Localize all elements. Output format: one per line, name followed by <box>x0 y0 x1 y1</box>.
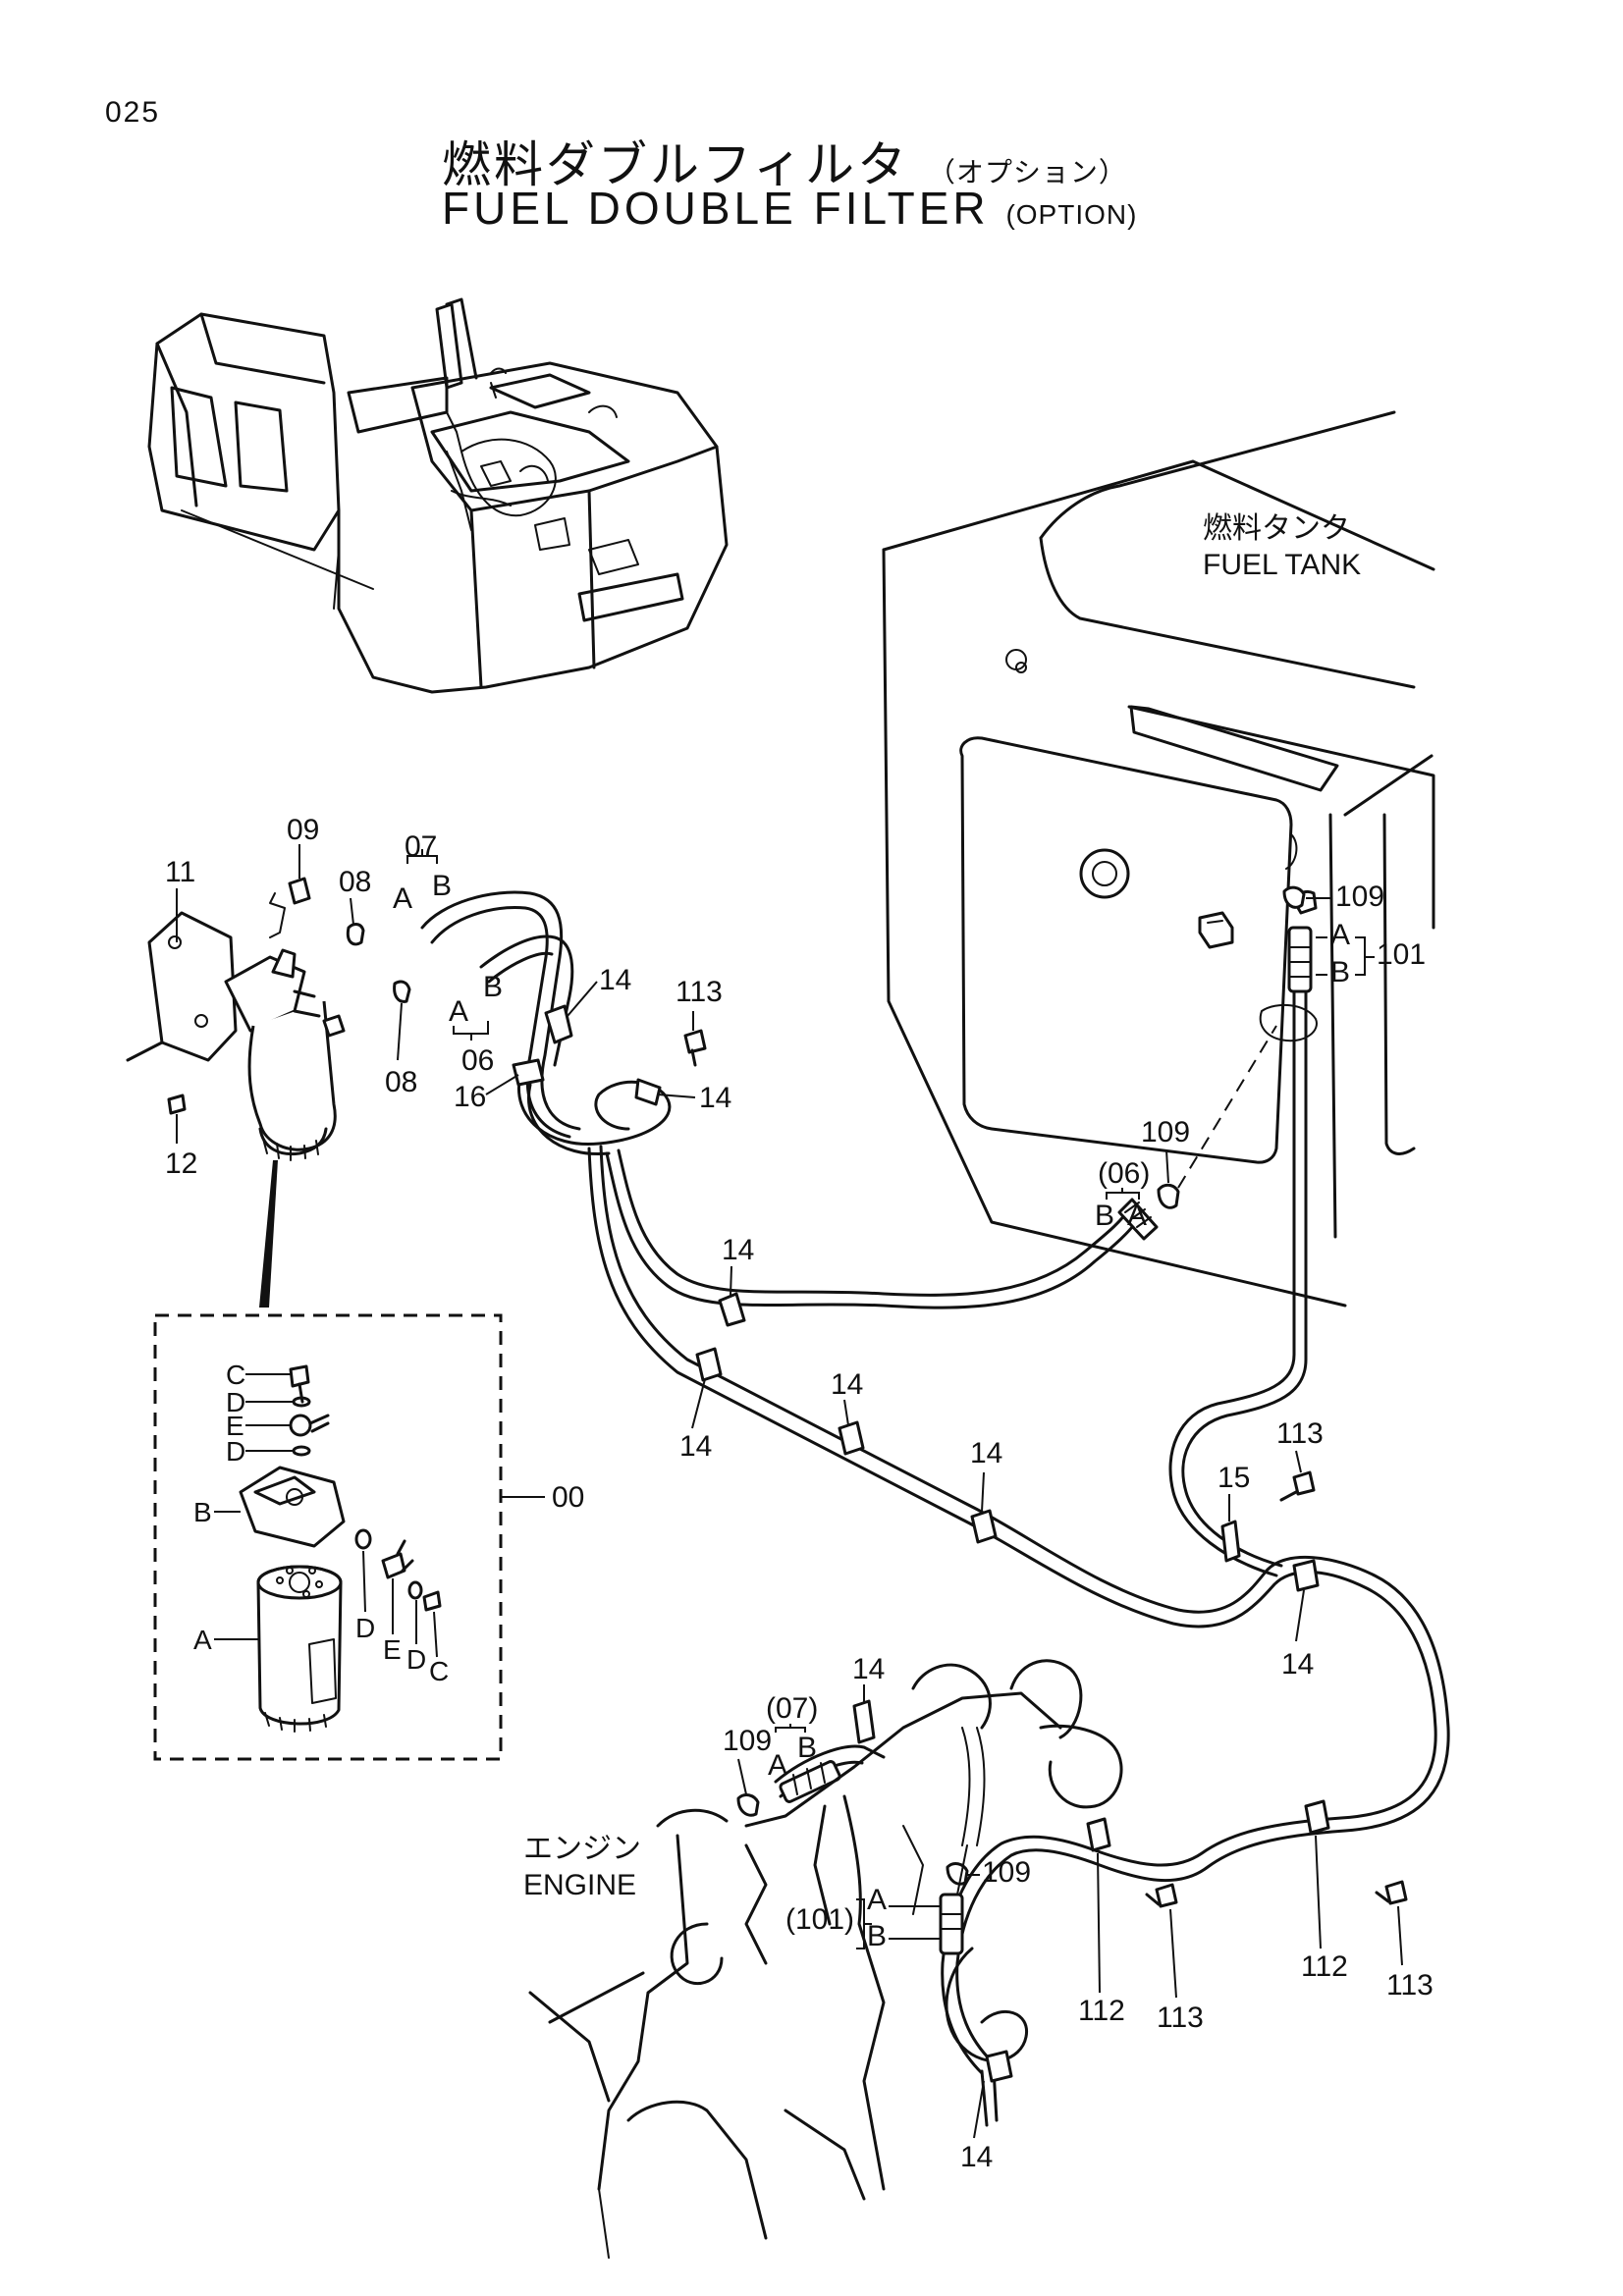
label-14-d: 14 <box>679 1430 712 1463</box>
title-japanese-suffix: （オプション） <box>927 156 1127 188</box>
filter-assembly-illustration <box>126 877 411 1161</box>
detail-label-D-top: D <box>226 1387 245 1417</box>
label-112-a: 112 <box>1078 1995 1125 2027</box>
engine-label-jp: エンジン <box>523 1833 641 1865</box>
title-japanese-main: 燃料ダブルフィルタ <box>442 136 909 193</box>
label-109-tank: 109 <box>1335 881 1384 913</box>
label-07-A: A <box>393 882 412 915</box>
label-101-B: B <box>1330 956 1350 988</box>
excavator-overview-illustration <box>147 297 729 694</box>
label-07-ref-B: B <box>797 1732 817 1764</box>
label-06-ref-B: B <box>1095 1200 1114 1232</box>
label-112-b: 112 <box>1301 1950 1348 1983</box>
label-109-engine-a: 109 <box>723 1725 772 1757</box>
label-06-ref-A: A <box>1127 1200 1147 1232</box>
fuel-tank-label-en: FUEL TANK <box>1203 549 1361 581</box>
label-08-upper: 08 <box>339 866 371 898</box>
label-101: 101 <box>1377 938 1426 971</box>
fuel-tank-illustration <box>882 410 1435 1308</box>
label-109-engine-b: 109 <box>982 1856 1031 1889</box>
detail-label-C-bottom: C <box>429 1656 449 1686</box>
label-07-ref-A: A <box>768 1749 787 1782</box>
title-english-main: FUEL DOUBLE FILTER <box>442 183 990 234</box>
page-number: 025 <box>105 96 161 129</box>
title-english: FUEL DOUBLE FILTER (OPTION) <box>442 182 1137 235</box>
label-11: 11 <box>165 856 195 888</box>
label-09: 09 <box>287 814 319 846</box>
label-14-f: 14 <box>970 1437 1002 1469</box>
fastener-icons <box>683 885 1408 1908</box>
label-07: 07 <box>405 830 437 863</box>
detail-label-D-bottom-2: D <box>406 1644 426 1675</box>
label-14-b: 14 <box>699 1082 731 1114</box>
label-07-ref: (07) <box>766 1692 818 1725</box>
detail-callout-pointer <box>259 1160 278 1308</box>
label-113-d: 113 <box>1386 1969 1434 2002</box>
label-14-c: 14 <box>722 1234 754 1266</box>
detail-label-E-top: E <box>226 1411 244 1441</box>
label-14-i: 14 <box>960 2141 993 2173</box>
label-07-B: B <box>432 870 452 902</box>
label-101-ref: (101) <box>785 1903 854 1936</box>
label-101-ref-B: B <box>867 1920 887 1952</box>
engine-label-en: ENGINE <box>523 1869 636 1901</box>
label-14-g: 14 <box>1281 1648 1314 1681</box>
label-06-ref: (06) <box>1098 1157 1150 1190</box>
detail-label-D-mid: D <box>226 1436 245 1467</box>
label-06-A: A <box>449 995 468 1028</box>
label-00: 00 <box>552 1481 584 1514</box>
label-14-h: 14 <box>852 1653 885 1685</box>
label-113-b: 113 <box>1276 1417 1324 1450</box>
label-08-lower: 08 <box>385 1066 417 1098</box>
label-15: 15 <box>1217 1462 1250 1494</box>
hose-routing <box>420 890 1450 2127</box>
clamp-icons <box>512 1004 1330 2083</box>
label-16: 16 <box>454 1081 486 1113</box>
detail-label-C-top: C <box>226 1360 245 1390</box>
label-14-a: 14 <box>599 964 631 996</box>
fuel-tank-label-jp: 燃料タンク <box>1203 512 1350 545</box>
label-12: 12 <box>165 1148 197 1180</box>
label-101-A: A <box>1330 919 1350 951</box>
filter-detail-box <box>153 1313 545 1761</box>
detail-label-A: A <box>193 1625 212 1655</box>
tank-port-leader <box>1177 1025 1277 1189</box>
label-101-ref-A: A <box>867 1884 887 1916</box>
engine-illustration <box>528 1659 1123 2259</box>
detail-label-E-bottom: E <box>383 1634 402 1665</box>
label-06: 06 <box>461 1044 494 1077</box>
title-japanese: 燃料ダブルフィルタ （オプション） <box>442 126 1127 196</box>
label-06-B: B <box>483 971 503 1003</box>
label-113-c: 113 <box>1157 2002 1204 2034</box>
label-14-e: 14 <box>831 1368 863 1401</box>
label-113-a: 113 <box>676 976 723 1008</box>
detail-label-B: B <box>193 1497 212 1527</box>
detail-label-D-bottom-1: D <box>355 1613 375 1643</box>
title-english-suffix: (OPTION) <box>1005 199 1138 230</box>
label-109-hose06: 109 <box>1141 1116 1190 1148</box>
